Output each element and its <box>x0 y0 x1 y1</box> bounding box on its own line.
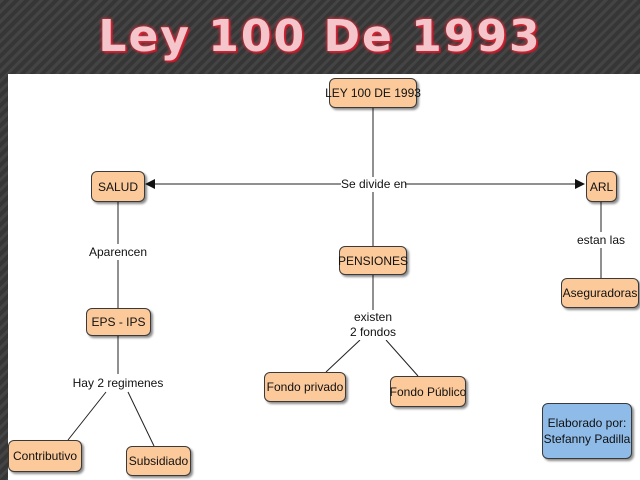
credit-line-2: Stefanny Padilla <box>543 432 631 446</box>
line-existen-to-privado <box>325 339 361 373</box>
link-existen-line-1: existen <box>353 310 393 324</box>
link-existen: existen 2 fondos <box>341 310 405 340</box>
node-aseguradoras: Aseguradoras <box>561 278 639 308</box>
node-arl: ARL <box>586 171 617 202</box>
node-subsidiado: Subsidiado <box>126 446 191 476</box>
link-aparencen: Aparencen <box>88 245 148 260</box>
node-pensiones: PENSIONES <box>338 246 408 275</box>
connector-lines <box>67 108 602 447</box>
link-hay-regimenes: Hay 2 regimenes <box>72 376 164 391</box>
link-estan-las: estan las <box>574 233 628 248</box>
credit-line-1: Elaborado por: <box>547 416 627 430</box>
node-eps: EPS - IPS <box>86 308 151 336</box>
line-existen-to-publico <box>385 339 419 377</box>
concept-map: LEY 100 DE 1993 SALUD ARL PENSIONES EPS … <box>8 74 640 480</box>
line-hay-to-contributivo <box>67 391 107 441</box>
slide-title: Ley 100 De 1993 <box>98 11 542 62</box>
node-root: LEY 100 DE 1993 <box>325 78 421 108</box>
node-fondo-publico: Fondo Público <box>390 376 466 407</box>
link-existen-line-2: 2 fondos <box>349 325 397 339</box>
node-fondo-privado: Fondo privado <box>264 372 346 402</box>
credit-box: Elaborado por: Stefanny Padilla <box>542 403 632 459</box>
node-contributivo: Contributivo <box>8 440 82 472</box>
link-se-divide: Se divide en <box>341 177 408 192</box>
node-salud: SALUD <box>91 171 145 202</box>
line-hay-to-subsidiado <box>127 391 155 447</box>
